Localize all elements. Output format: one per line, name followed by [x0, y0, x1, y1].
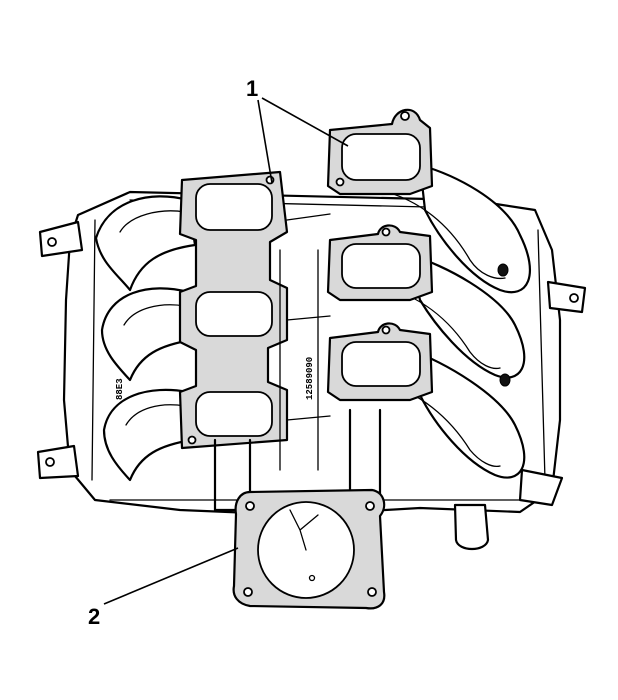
plug-upper: [497, 263, 509, 277]
cast-mark-center: 12589090: [305, 357, 315, 400]
callout-1-leader-left: [257, 99, 273, 184]
left-gasket: [178, 170, 289, 450]
callout-1: 1: [246, 76, 349, 184]
center-casting: 12589090 88E3: [115, 213, 511, 551]
callout-2-leader: [103, 547, 239, 605]
mounting-tab-right-lower: [518, 468, 564, 507]
callout-1-leader-right: [261, 97, 349, 147]
throttle-body-gasket: [232, 488, 386, 610]
callout-1-label: 1: [246, 76, 258, 101]
cast-mark-left: 88E3: [115, 378, 125, 400]
mounting-tab-left-upper: [38, 220, 84, 258]
right-gasket: [326, 108, 434, 402]
callout-2-label: 2: [88, 604, 100, 629]
plug-lower: [499, 373, 511, 387]
mounting-tab-left-lower: [36, 444, 80, 480]
left-runners: [94, 195, 197, 482]
mounting-tab-right-upper: [546, 280, 587, 314]
callout-2: 2: [88, 547, 239, 629]
right-runners: [377, 163, 531, 479]
